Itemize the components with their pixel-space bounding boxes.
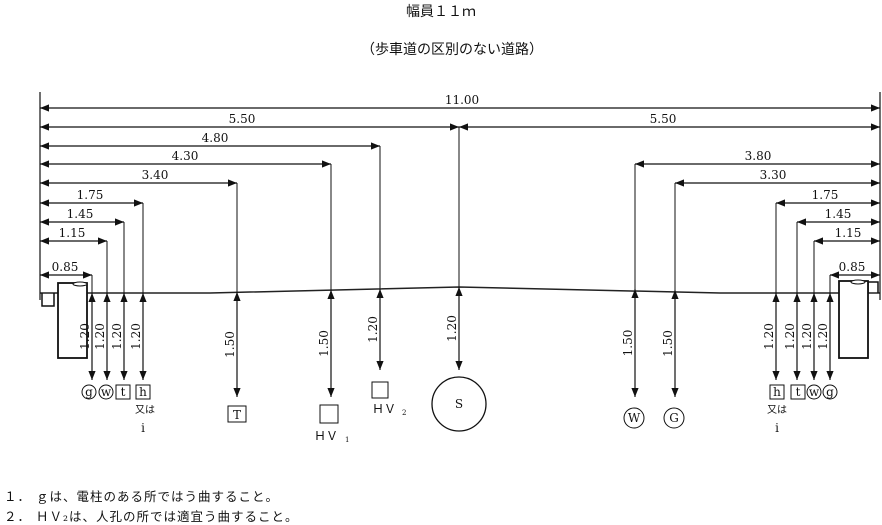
left-symbols: g w t h 又は i — [81, 384, 155, 435]
dimension-label-right-3-80: 3.80 — [745, 149, 772, 163]
depth-label-water-main: 1.50 — [621, 330, 635, 357]
depth-label-sewer: 1.20 — [445, 315, 459, 342]
dimension-label-left-4-30: 4.30 — [172, 149, 199, 163]
depth-label-water-left: 1.20 — [93, 323, 107, 350]
depth-label-gas-left: 1.20 — [78, 323, 92, 350]
symbol-g-left: g — [85, 385, 93, 399]
hv1-label: ＨＶ — [314, 429, 338, 443]
right-symbols: h t w g 又は i — [767, 384, 838, 435]
or-label-right: 又は — [767, 404, 787, 416]
symbol-S: S — [455, 397, 463, 411]
dimension-label-left-0-85: 0.85 — [52, 260, 79, 274]
dimension-label-left-1-15: 1.15 — [59, 226, 86, 240]
diagram-subtitle: （歩車道の区別のない道路） — [361, 41, 543, 58]
hv2-box — [371, 381, 389, 399]
dimension-label-left-1-45: 1.45 — [67, 207, 94, 221]
depth-label-hv1: 1.50 — [317, 330, 331, 357]
dimension-label-left-4-80: 4.80 — [202, 131, 229, 145]
hv1-box — [319, 404, 339, 424]
symbol-i-right: i — [775, 421, 779, 435]
depth-label-gas-main: 1.50 — [661, 330, 675, 357]
or-label-left: 又は — [135, 404, 155, 416]
depth-label-hv2: 1.20 — [366, 316, 380, 343]
symbol-g-right: g — [826, 385, 834, 399]
dimension-label-right-3-30: 3.30 — [760, 168, 787, 182]
dimension-label-right-0-85: 0.85 — [839, 260, 866, 274]
depth-label-power-left: 1.20 — [129, 323, 143, 350]
symbol-T: T — [233, 408, 241, 422]
dimension-label-left-1-75: 1.75 — [77, 188, 104, 202]
symbol-w-right: w — [809, 385, 820, 399]
depth-label-telecom-right: 1.20 — [783, 323, 797, 350]
left-gutter — [41, 293, 55, 307]
depth-label-telecom-T: 1.50 — [223, 331, 237, 358]
dimension-label-right-half: 5.50 — [650, 112, 677, 126]
dimension-label-total-width: 11.00 — [445, 93, 479, 107]
depth-label-gas-right: 1.20 — [816, 323, 830, 350]
symbol-w-left: w — [101, 385, 112, 399]
depth-label-power-right: 1.20 — [762, 323, 776, 350]
diagram-title: 幅員１１ｍ — [406, 4, 476, 20]
symbol-W: W — [628, 411, 641, 425]
dimension-label-left-3-40: 3.40 — [142, 168, 169, 182]
note-1: １． ｇは、電柱のある所ではう曲すること。 — [4, 489, 279, 504]
symbol-t-left: t — [121, 385, 126, 399]
depth-label-water-right: 1.20 — [800, 323, 814, 350]
symbol-G: G — [669, 411, 679, 425]
road-surface-line — [40, 286, 880, 294]
symbol-h-right: h — [773, 385, 781, 399]
left-utility-pole — [57, 281, 88, 359]
dimension-label-right-1-45: 1.45 — [825, 207, 852, 221]
note-2: ２． ＨＶ₂は、人孔の所では適宜う曲すること。 — [4, 509, 299, 524]
symbol-i-left: i — [141, 421, 145, 435]
dimension-label-left-half: 5.50 — [229, 112, 256, 126]
hv2-subscript: 2 — [402, 409, 406, 417]
dimension-label-right-1-15: 1.15 — [835, 226, 862, 240]
right-gutter — [867, 281, 879, 293]
right-utility-pole — [838, 279, 869, 359]
symbol-h-left: h — [139, 385, 147, 399]
depth-label-telecom-left: 1.20 — [110, 323, 124, 350]
symbol-t-right: t — [796, 385, 801, 399]
hv1-subscript: 1 — [345, 436, 349, 444]
hv2-label: ＨＶ — [372, 402, 396, 416]
dimension-label-right-1-75: 1.75 — [812, 188, 839, 202]
sewer-circle — [431, 376, 487, 432]
